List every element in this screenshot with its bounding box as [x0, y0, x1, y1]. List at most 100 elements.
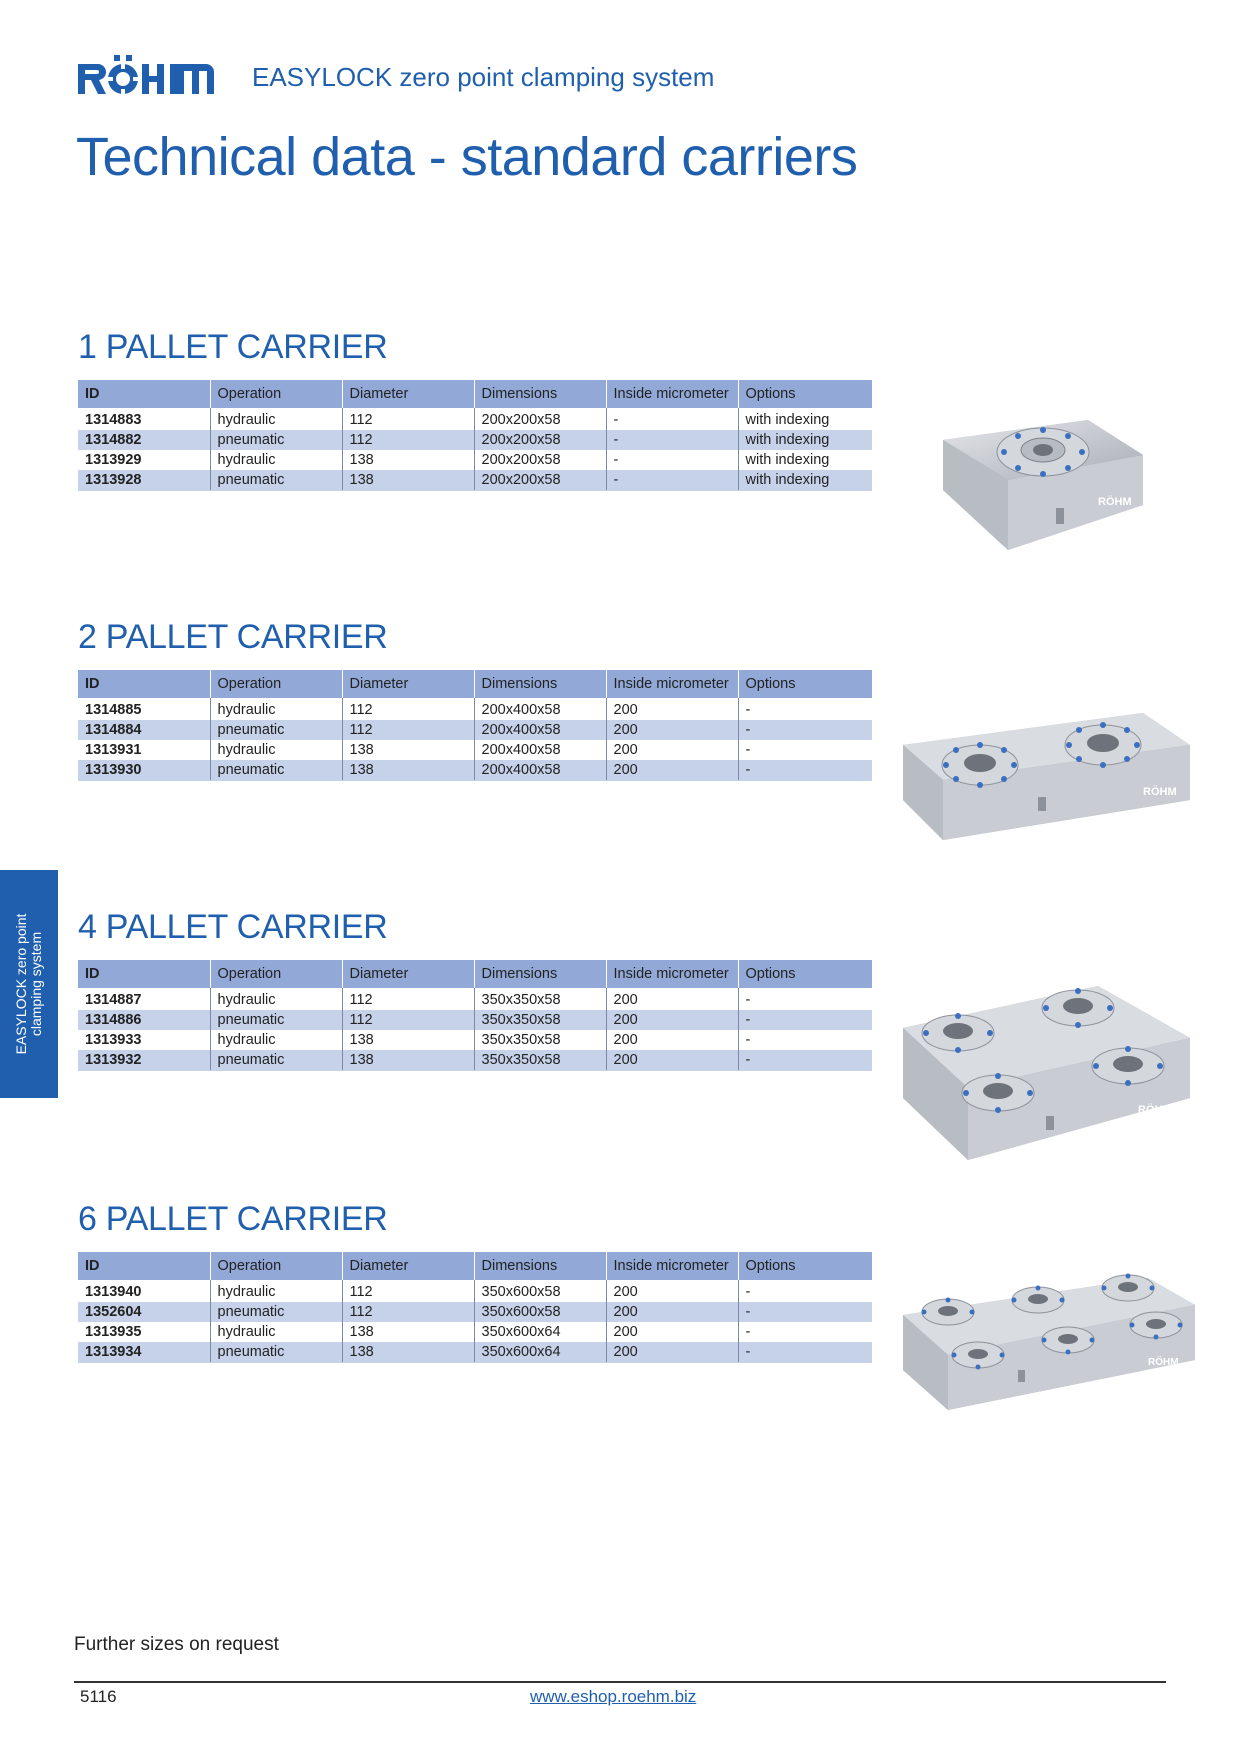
- table-cell: 1314885: [78, 698, 211, 720]
- table-cell: 350x600x64: [474, 1322, 607, 1342]
- table-cell: pneumatic: [210, 1050, 343, 1071]
- table-cell: -: [738, 1302, 872, 1322]
- table-cell: 350x350x58: [474, 988, 607, 1010]
- table-cell: 200: [606, 740, 739, 760]
- table-cell: -: [745, 702, 751, 718]
- table-cell: -: [606, 408, 739, 430]
- table-cell: 112: [342, 1302, 475, 1322]
- table-cell: 112: [342, 720, 475, 740]
- table-cell: 138: [342, 470, 475, 491]
- table-cell: 112: [342, 698, 475, 720]
- column-header: Dimensions: [474, 380, 607, 408]
- table-cell: 200x400x58: [474, 760, 607, 781]
- table-cell: pneumatic: [210, 1010, 343, 1030]
- column-header: ID: [78, 960, 211, 988]
- table-cell: 350x350x58: [474, 1050, 607, 1071]
- table-cell: 350x600x58: [474, 1280, 607, 1302]
- table-cell: with indexing: [745, 452, 830, 468]
- side-tab-line-1: EASYLOCK zero point: [13, 913, 29, 1055]
- table-cell: hydraulic: [210, 450, 343, 470]
- table-cell: hydraulic: [210, 698, 343, 720]
- section-title: 2 PALLET CARRIER: [78, 618, 388, 656]
- table-cell: hydraulic: [210, 408, 343, 430]
- table-cell: hydraulic: [210, 740, 343, 760]
- table-cell: 1313930: [78, 760, 211, 781]
- table-cell: 1314884: [78, 720, 211, 740]
- table-cell: 200: [606, 1302, 739, 1322]
- table-cell: 200: [606, 1030, 739, 1050]
- table-cell: 138: [342, 1322, 475, 1342]
- table-cell: -: [745, 1032, 751, 1048]
- table-cell: 1313940: [78, 1280, 211, 1302]
- column-header: Dimensions: [474, 1252, 607, 1280]
- table-cell: 200x200x58: [474, 430, 607, 450]
- product-image-1-pallet-carrier: RÖHM: [943, 420, 1143, 550]
- table-cell: 200x200x58: [474, 470, 607, 491]
- svg-text:RÖHM: RÖHM: [1138, 1103, 1172, 1116]
- table-cell: 112: [342, 1280, 475, 1302]
- table-cell: pneumatic: [210, 720, 343, 740]
- table-cell: 1314883: [78, 408, 211, 430]
- table-cell: 138: [342, 740, 475, 760]
- table-cell: 1314887: [78, 988, 211, 1010]
- table-cell: pneumatic: [210, 430, 343, 450]
- section-title: 6 PALLET CARRIER: [78, 1200, 388, 1238]
- table-cell: 200: [606, 1342, 739, 1363]
- table-cell: 138: [342, 1342, 475, 1363]
- table-cell: -: [738, 1010, 872, 1030]
- header: EASYLOCK zero point clamping system: [78, 54, 978, 100]
- table-cell: 200x400x58: [474, 720, 607, 740]
- column-header: Diameter: [342, 670, 475, 698]
- table-cell: 1313934: [78, 1342, 211, 1363]
- table-cell: 138: [342, 760, 475, 781]
- column-header: Options: [738, 380, 872, 408]
- table-cell: 200: [606, 1280, 739, 1302]
- table-cell: 200: [606, 1050, 739, 1071]
- table-cell: 350x600x64: [474, 1342, 607, 1363]
- svg-text:RÖHM: RÖHM: [1098, 495, 1132, 508]
- table-cell: 1313933: [78, 1030, 211, 1050]
- product-image-4-pallet-carrier: RÖHM: [903, 986, 1190, 1160]
- column-header: Operation: [210, 380, 343, 408]
- footer-shop-link[interactable]: www.eshop.roehm.biz: [530, 1687, 697, 1706]
- column-header: Diameter: [342, 1252, 475, 1280]
- table-cell: 1313928: [78, 470, 211, 491]
- table-cell: 350x600x58: [474, 1302, 607, 1322]
- column-header: Diameter: [342, 960, 475, 988]
- column-header: Operation: [210, 670, 343, 698]
- column-header: Inside micrometer: [606, 670, 739, 698]
- section-title: 4 PALLET CARRIER: [78, 908, 388, 946]
- svg-text:RÖHM: RÖHM: [1143, 785, 1177, 798]
- table-cell: hydraulic: [210, 1280, 343, 1302]
- table-cell: 1352604: [78, 1302, 211, 1322]
- table-cell: -: [745, 992, 751, 1008]
- table-cell: -: [738, 720, 872, 740]
- table-cell: 200x200x58: [474, 408, 607, 430]
- table-cell: -: [745, 1324, 751, 1340]
- table-cell: with indexing: [745, 412, 830, 428]
- page-number: 5116: [80, 1687, 117, 1706]
- table-cell: pneumatic: [210, 1302, 343, 1322]
- table-cell: 1314882: [78, 430, 211, 450]
- table-cell: 200: [606, 720, 739, 740]
- table-cell: 112: [342, 988, 475, 1010]
- table-cell: 112: [342, 408, 475, 430]
- table-cell: 200: [606, 1010, 739, 1030]
- svg-text:RÖHM: RÖHM: [1148, 1355, 1179, 1368]
- column-header: Operation: [210, 960, 343, 988]
- table-cell: pneumatic: [210, 470, 343, 491]
